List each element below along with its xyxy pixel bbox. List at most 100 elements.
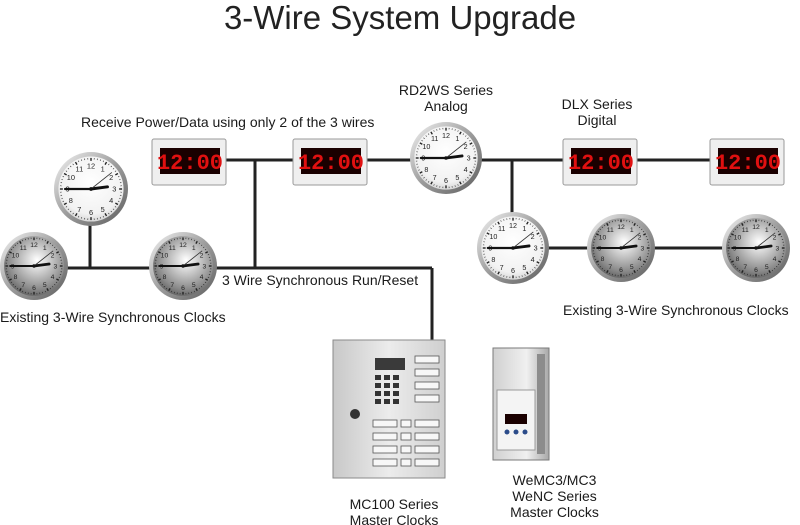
digital-clock-1-display: 12:00 [157, 151, 223, 176]
clock-number: 11 [742, 227, 749, 234]
digital-clock-2-display: 12:00 [298, 151, 364, 176]
mc100-master-clock [332, 339, 446, 479]
clock-number: 8 [163, 274, 167, 281]
clock-number: 1 [101, 164, 105, 173]
clock-number: 7 [77, 205, 81, 214]
second-hand [445, 141, 467, 159]
existing-clock-right-1: 121234567891011 [587, 214, 655, 282]
clock-number: 6 [444, 176, 448, 185]
label-existing-right: Existing 3-Wire Synchronous Clocks [563, 302, 789, 318]
clock-number: 11 [169, 245, 176, 252]
clock-number: 11 [498, 224, 505, 233]
clock-number: 8 [69, 196, 73, 205]
second-hand [755, 232, 776, 249]
wemc3-master-clock [492, 347, 550, 461]
clock-number: 1 [43, 245, 47, 252]
clock-number: 10 [734, 235, 742, 242]
clock-number: 3 [112, 185, 116, 194]
mc100-lock-icon [350, 409, 360, 419]
digital-clock-2: 12:00 [292, 138, 368, 186]
clock-number: 7 [500, 263, 504, 272]
clock-number: 12 [752, 224, 760, 231]
clock-number: 4 [109, 196, 113, 205]
clock-number: 3 [54, 263, 58, 270]
clock-number: 6 [619, 267, 623, 274]
clock-number: 4 [200, 274, 204, 281]
hour-hand [511, 244, 531, 250]
digital-clock-4-display: 12:00 [715, 151, 781, 176]
diagram-title: 3-Wire System Upgrade [223, 0, 577, 36]
clock-number: 2 [464, 142, 468, 151]
clock-number: 6 [754, 267, 758, 274]
label-rd2ws-line2: Analog [424, 98, 468, 114]
clock-number: 5 [765, 264, 769, 271]
clock-number: 5 [630, 264, 634, 271]
clock-number: 12 [87, 161, 95, 170]
clock-number: 5 [101, 205, 105, 214]
clock-number: 11 [20, 245, 27, 252]
hour-hand [619, 244, 638, 250]
clock-number: 8 [424, 165, 428, 174]
hour-hand [181, 262, 200, 268]
digital-clock-4: 12:00 [709, 138, 785, 186]
label-mc100-line1: MC100 Series [349, 496, 439, 512]
label-dlx-series: DLX Series Digital [547, 96, 647, 128]
clock-number: 3 [534, 244, 538, 253]
digital-clock-3-display: 12:00 [568, 151, 634, 176]
analog-clock-left-top: 121234567891011 [54, 152, 128, 226]
label-receive-power: Receive Power/Data using only 2 of the 3… [81, 114, 375, 130]
clock-number: 1 [522, 224, 526, 233]
clock-number: 4 [638, 256, 642, 263]
clock-number: 1 [630, 227, 634, 234]
label-wemc3-line1: WeMC3/MC3 [512, 472, 597, 488]
label-wemc3-line3: Master Clocks [510, 504, 599, 520]
second-hand [90, 172, 113, 190]
clock-number: 5 [455, 173, 459, 182]
clock-number: 7 [608, 264, 612, 271]
second-hand [182, 250, 203, 267]
clock-number: 11 [607, 227, 614, 234]
clock-number: 1 [765, 227, 769, 234]
hour-hand [89, 185, 109, 191]
clock-number: 10 [67, 173, 75, 182]
clock-number: 4 [51, 274, 55, 281]
clock-number: 10 [599, 235, 607, 242]
second-hand [620, 232, 641, 249]
label-dlx-line1: DLX Series [561, 96, 633, 112]
clock-number: 3 [203, 263, 207, 270]
clock-number: 6 [89, 208, 93, 217]
clock-number: 1 [192, 245, 196, 252]
clock-number: 5 [522, 263, 526, 272]
clock-number: 6 [511, 266, 515, 275]
label-wemc3-series: WeMC3/MC3 WeNC Series Master Clocks [497, 472, 612, 520]
clock-number: 3 [467, 154, 471, 163]
digital-clock-3: 12:00 [562, 138, 638, 186]
clock-number: 10 [161, 253, 169, 260]
clock-number: 2 [531, 232, 535, 241]
label-three-wire-run-reset: 3 Wire Synchronous Run/Reset [222, 272, 419, 288]
clock-number: 4 [531, 255, 535, 264]
clock-number: 2 [109, 173, 113, 182]
clock-number: 12 [509, 221, 517, 230]
clock-number: 1 [455, 134, 459, 143]
clock-number: 3 [641, 245, 645, 252]
clock-number: 3 [776, 245, 780, 252]
clock-number: 2 [51, 253, 55, 260]
label-dlx-line2: Digital [577, 112, 617, 128]
second-hand [33, 250, 54, 267]
label-rd2ws-series: RD2WS Series Analog [391, 82, 501, 114]
hour-hand [32, 262, 51, 268]
clock-number: 2 [200, 253, 204, 260]
label-wemc3-line2: WeNC Series [512, 488, 597, 504]
mc100-relay-labels [372, 355, 440, 467]
clock-number: 5 [43, 282, 47, 289]
clock-number: 7 [21, 282, 25, 289]
clock-number: 7 [433, 173, 437, 182]
second-hand [512, 231, 534, 249]
hour-hand [754, 244, 773, 250]
clock-number: 2 [638, 235, 642, 242]
clock-number: 8 [601, 256, 605, 263]
clock-number: 11 [431, 134, 438, 143]
clock-number: 2 [773, 235, 777, 242]
label-rd2ws-line1: RD2WS Series [398, 82, 494, 98]
